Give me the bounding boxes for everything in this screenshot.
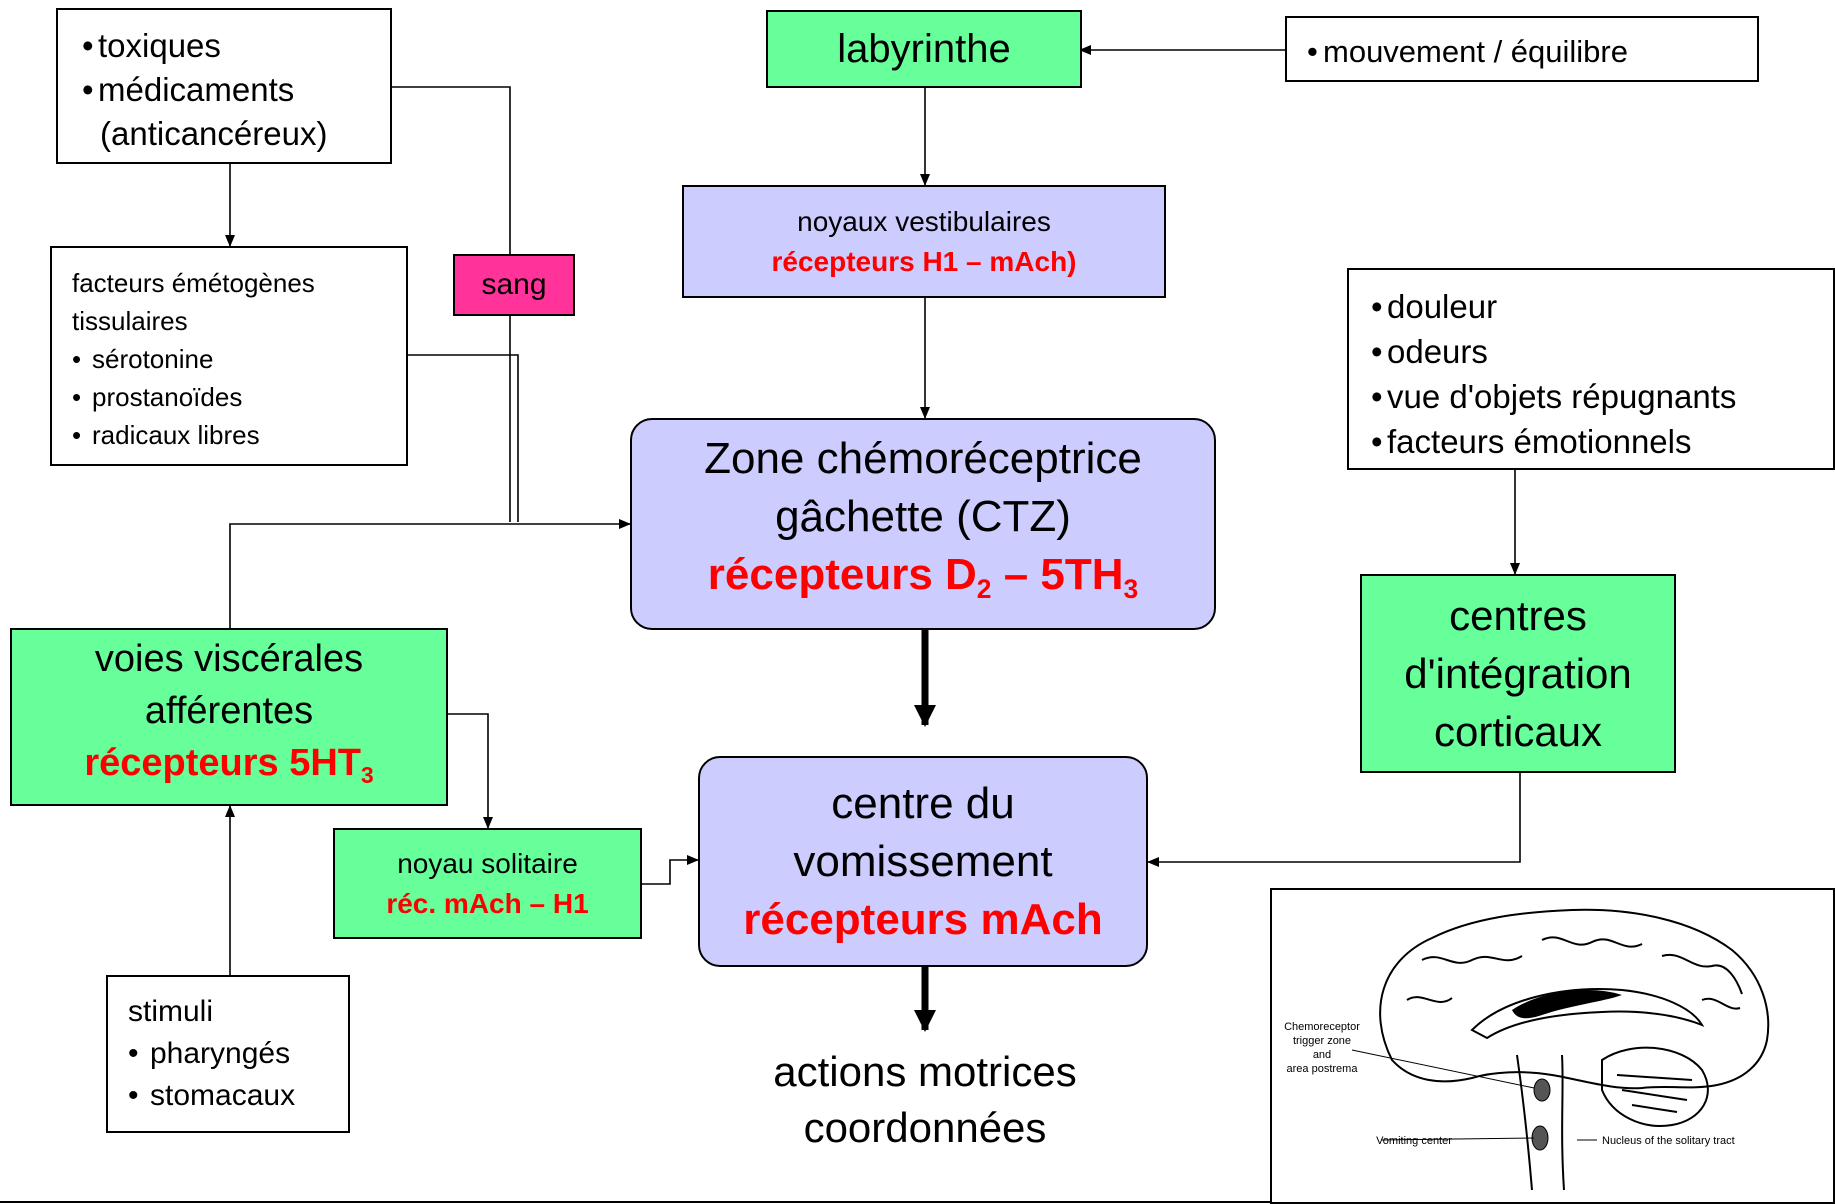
- voies-viscerales-box: voies viscérales afférentes récepteurs 5…: [10, 628, 448, 806]
- mouvement-item: mouvement / équilibre: [1307, 34, 1757, 70]
- stimuli-title: stimuli: [128, 995, 214, 1028]
- ctz-line-2: gâchette (CTZ): [775, 491, 1071, 541]
- facteurs-title-1: facteurs émétogènes: [72, 268, 315, 298]
- centres-corticaux-box: centres d'intégration corticaux: [1360, 574, 1676, 773]
- brain-label-nucleus: Nucleus of the solitary tract: [1602, 1135, 1735, 1147]
- visceral-line-2: afférentes: [144, 690, 314, 733]
- brain-label-vomiting: Vomiting center: [1376, 1135, 1452, 1147]
- ctz-line-1: Zone chémoréceptrice: [704, 433, 1142, 483]
- sang-label: sang: [481, 268, 547, 301]
- medicaments-item: médicaments: [82, 68, 390, 112]
- brain-label-ctz-1: Chemoreceptor: [1284, 1021, 1360, 1033]
- facteurs-item: radicaux libres: [72, 416, 406, 454]
- stimuli-item: pharyngés: [128, 1033, 348, 1075]
- vestibulaires-title: noyaux vestibulaires: [797, 205, 1051, 237]
- ctz-recepteurs: récepteurs D2 – 5TH3: [707, 549, 1139, 605]
- solitaire-recepteurs: réc. mAch – H1: [386, 887, 589, 919]
- vomissement-recepteurs: récepteurs mAch: [743, 894, 1103, 944]
- stimuli-sensoriels-box: douleur odeurs vue d'objets répugnants f…: [1347, 268, 1835, 470]
- vue-item: vue d'objets répugnants: [1371, 374, 1833, 419]
- centres-line-2: d'intégration: [1404, 649, 1632, 697]
- brain-label-ctz-4: area postrema: [1287, 1063, 1359, 1075]
- noyau-solitaire-box: noyau solitaire réc. mAch – H1: [333, 828, 642, 939]
- ctz-box: Zone chémoréceptrice gâchette (CTZ) réce…: [630, 418, 1216, 630]
- arrow-solitaire-vomissement: [642, 855, 699, 885]
- mouvement-box: mouvement / équilibre: [1285, 16, 1759, 82]
- facteurs-box: facteurs émétogènes tissulaires sérotoni…: [50, 246, 408, 466]
- line-toxiques-sang: [392, 86, 511, 522]
- douleur-item: douleur: [1371, 284, 1833, 329]
- visceral-recepteurs: récepteurs 5HT3: [84, 742, 374, 788]
- arrow-centres-vomissement: [1147, 773, 1521, 867]
- brain-label-ctz-3: and: [1313, 1049, 1331, 1061]
- facteurs-item: prostanoïdes: [72, 378, 406, 416]
- stimuli-item: stomacaux: [128, 1075, 348, 1117]
- actions-line-2: coordonnées: [803, 1104, 1047, 1151]
- vestibulaires-recepteurs: récepteurs H1 – mAch): [771, 245, 1077, 277]
- solitaire-title: noyau solitaire: [397, 847, 578, 879]
- arrow-visceral-ctz: [229, 519, 631, 628]
- facteurs-title-2: tissulaires: [72, 306, 188, 336]
- brain-figure-box: Chemoreceptor trigger zone and area post…: [1270, 888, 1835, 1204]
- actions-motrices-text: actions motrices coordonnées: [720, 1040, 1130, 1160]
- centre-vomissement-box: centre du vomissement récepteurs mAch: [698, 756, 1148, 967]
- centres-line-1: centres: [1449, 591, 1587, 639]
- sang-box: sang: [453, 254, 575, 316]
- labyrinthe-box: labyrinthe: [766, 10, 1082, 88]
- brain-label-ctz-2: trigger zone: [1293, 1035, 1351, 1047]
- vestibulaires-box: noyaux vestibulaires récepteurs H1 – mAc…: [682, 185, 1166, 298]
- vomissement-line-1: centre du: [831, 778, 1015, 828]
- centres-line-3: corticaux: [1433, 707, 1603, 755]
- vomissement-line-2: vomissement: [793, 836, 1053, 886]
- arrow-visceral-solitaire: [448, 713, 493, 829]
- toxiques-box: toxiques médicaments (anticancéreux): [56, 8, 392, 164]
- visceral-line-1: voies viscérales: [94, 638, 364, 681]
- odeurs-item: odeurs: [1371, 329, 1833, 374]
- actions-line-1: actions motrices: [773, 1048, 1077, 1095]
- facteurs-item: sérotonine: [72, 340, 406, 378]
- emotionnels-item: facteurs émotionnels: [1371, 419, 1833, 464]
- anticancereux-text: (anticancéreux): [100, 115, 328, 152]
- labyrinthe-label: labyrinthe: [837, 26, 1011, 71]
- toxiques-item: toxiques: [82, 24, 390, 68]
- line-facteurs-sang: [408, 354, 519, 522]
- brain-illustration: Chemoreceptor trigger zone and area post…: [1284, 908, 1770, 1191]
- stimuli-box: stimuli pharyngés stomacaux: [106, 975, 350, 1133]
